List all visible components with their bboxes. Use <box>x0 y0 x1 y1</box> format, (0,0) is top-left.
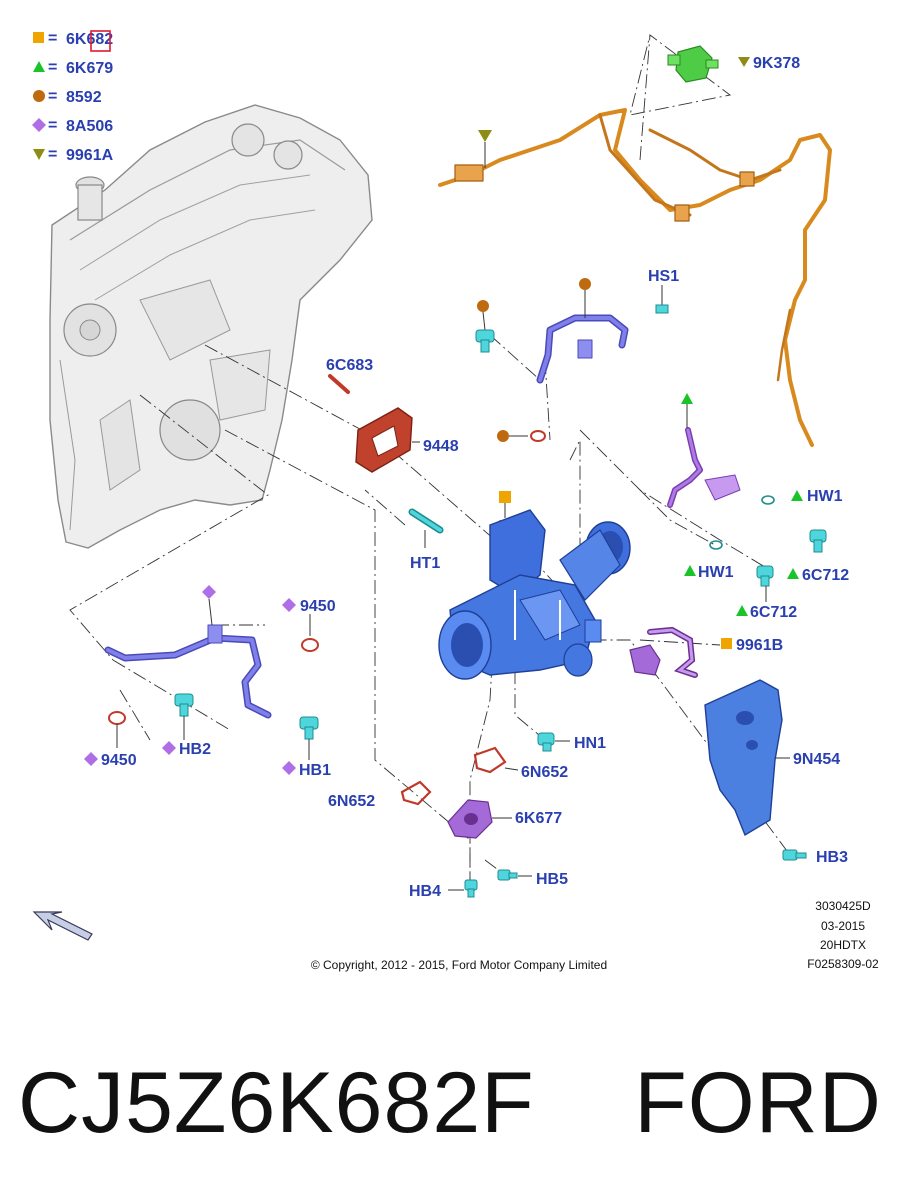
highlight-box-icon <box>90 30 111 52</box>
bolt-hb3 <box>782 849 807 861</box>
legend-item-6k682: 6K682 <box>66 31 113 48</box>
callout-hs1: HS1 <box>648 268 679 285</box>
callout-ht1: HT1 <box>410 555 440 572</box>
callout-hb1: HB1 <box>299 762 331 779</box>
marker-circle-icon <box>497 430 509 442</box>
callout-9450-bottom: 9450 <box>101 752 137 769</box>
bolt-hb4 <box>464 879 478 898</box>
marker-diamond-icon <box>282 598 296 612</box>
callout-9450-top: 9450 <box>300 598 336 615</box>
callout-hn1: HN1 <box>574 735 606 752</box>
coolant-return-line <box>104 624 272 719</box>
marker-circle-icon <box>579 278 591 290</box>
callout-6c712-left: 6C712 <box>750 604 797 621</box>
marker-diamond-icon <box>162 741 176 755</box>
marker-triangle-down-icon <box>478 130 492 142</box>
wiring-harness <box>438 108 832 447</box>
union-6c712-left <box>756 565 774 587</box>
banjo-bolt <box>475 329 495 353</box>
callout-9448: 9448 <box>423 438 459 455</box>
legend-diamond-icon <box>32 118 46 132</box>
legend-separator: = <box>48 146 57 163</box>
gasket-9450-bottom <box>108 711 126 725</box>
legend-separator: = <box>48 59 57 76</box>
turbocharger-6k682 <box>438 509 631 680</box>
marker-diamond-icon <box>202 585 216 599</box>
callout-6c712-right: 6C712 <box>802 567 849 584</box>
marker-triangle-icon <box>787 568 799 579</box>
legend-circle-icon <box>33 90 45 102</box>
solenoid-valve-9k378 <box>667 45 719 83</box>
legend-item-8a506: 8A506 <box>66 118 113 135</box>
hose-9961b <box>629 626 698 678</box>
heat-shield-9n454 <box>704 679 783 837</box>
metadata-line-2: 03-2015 <box>821 919 865 933</box>
callout-hw1-right: HW1 <box>807 488 843 505</box>
metadata-line-1: 3030425D <box>815 899 871 913</box>
gasket-9450-top <box>301 638 319 652</box>
marker-triangle-icon <box>736 605 748 616</box>
marker-diamond-icon <box>84 752 98 766</box>
engine-block-illustration <box>49 104 373 549</box>
gasket-9448 <box>355 407 413 473</box>
clip-hw1-left <box>709 540 723 550</box>
callout-6n652-right: 6N652 <box>521 764 568 781</box>
marker-triangle-icon <box>681 393 693 404</box>
marker-circle-icon <box>477 300 489 312</box>
sealing-washer <box>530 430 546 442</box>
part-number-caption: CJ5Z6K682F FORD <box>18 1055 882 1151</box>
gasket-6n652-right <box>473 746 507 774</box>
oil-feed-line <box>536 314 629 384</box>
legend-item-9961a: 9961A <box>66 147 114 164</box>
gasket-6n652-left <box>400 780 432 806</box>
nut-hn1 <box>537 732 555 752</box>
marker-diamond-icon <box>282 761 296 775</box>
clip-hw1-right <box>761 495 775 505</box>
callout-hb4: HB4 <box>409 883 441 900</box>
callout-9961b: 9961B <box>736 637 783 654</box>
legend-triangle-down-icon <box>33 149 45 160</box>
metadata-line-4: F0258309-02 <box>807 957 879 971</box>
callout-6k677: 6K677 <box>515 810 562 827</box>
callout-hb5: HB5 <box>536 871 568 888</box>
callout-9k378: 9K378 <box>753 55 800 72</box>
callout-hw1-left: HW1 <box>698 564 734 581</box>
marker-triangle-icon <box>791 490 803 501</box>
legend-square-icon <box>33 32 44 43</box>
union-6c712-right <box>809 529 827 553</box>
front-direction-arrow-icon <box>32 911 93 941</box>
bolt-hb5 <box>497 869 518 881</box>
legend: = 6K682 = 6K679 = 8592 = 8A506 = 9961A <box>32 30 114 164</box>
coolant-line-upper <box>667 427 741 508</box>
callout-6n652-left: 6N652 <box>328 793 375 810</box>
marker-square-icon <box>721 638 732 649</box>
legend-triangle-icon <box>33 61 45 72</box>
banjo-bolt-hb2 <box>174 693 194 717</box>
marker-triangle-icon <box>684 565 696 576</box>
turbocharger-exploded-diagram: = 6K682 = 6K679 = 8592 = 8A506 = 9961A <box>32 30 879 972</box>
connector-6k677 <box>447 799 493 839</box>
legend-separator: = <box>48 117 57 134</box>
stud-6c683 <box>328 374 350 394</box>
marker-square-icon <box>499 491 511 503</box>
callout-hb3: HB3 <box>816 849 848 866</box>
metadata-line-3: 20HDTX <box>820 938 866 952</box>
legend-separator: = <box>48 30 57 47</box>
marker-triangle-down-icon <box>738 57 750 67</box>
stud-hs1 <box>655 304 669 314</box>
callout-9n454: 9N454 <box>793 751 840 768</box>
legend-separator: = <box>48 88 57 105</box>
legend-item-6k679: 6K679 <box>66 60 113 77</box>
copyright-notice: © Copyright, 2012 - 2015, Ford Motor Com… <box>311 958 607 972</box>
callout-6c683: 6C683 <box>326 357 373 374</box>
callout-hb2: HB2 <box>179 741 211 758</box>
banjo-bolt-hb1 <box>299 716 319 740</box>
legend-item-8592: 8592 <box>66 89 102 106</box>
